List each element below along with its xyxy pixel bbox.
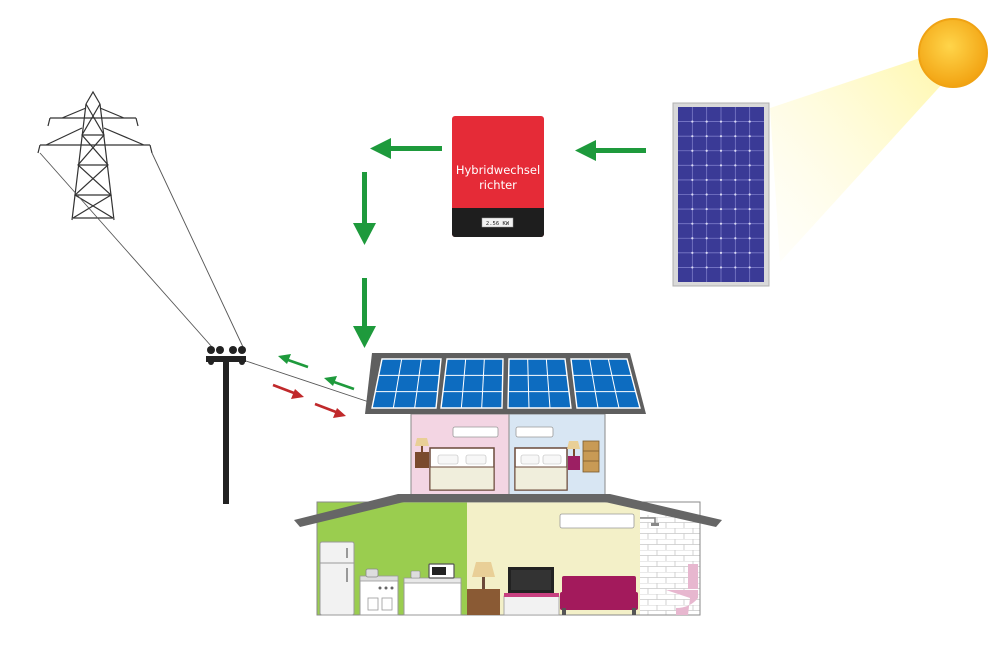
inverter-icon: Hybridwechsel richter 2.56 KW xyxy=(452,116,544,237)
arrow-export-2 xyxy=(324,376,355,391)
inverter-body xyxy=(452,116,544,237)
air-conditioner-left xyxy=(452,426,499,438)
arrow-down-1 xyxy=(353,172,376,245)
arrow-left-inverter-out xyxy=(370,138,442,159)
utility-pole-icon xyxy=(206,346,246,504)
arrow-import-2 xyxy=(314,402,346,418)
shower-head xyxy=(640,517,659,526)
kitchen-counter xyxy=(403,563,462,616)
inverter-label-line2: richter xyxy=(479,178,517,192)
house-icon xyxy=(294,353,722,616)
transmission-tower-icon xyxy=(37,90,153,221)
sofa xyxy=(560,576,638,615)
inverter-badge-text: 2.56 KW xyxy=(486,221,510,227)
bed-left xyxy=(429,447,495,491)
dresser xyxy=(582,440,600,473)
arrow-export-1 xyxy=(278,354,309,369)
floor-lamp xyxy=(467,562,500,615)
television xyxy=(503,567,560,616)
solar-module-icon xyxy=(672,102,770,287)
arrow-down-2 xyxy=(353,278,376,348)
roof-panel-4 xyxy=(570,358,641,409)
inverter-label-line1: Hybridwechsel xyxy=(456,163,540,177)
bedside-lamp-right xyxy=(567,441,580,470)
sun-rays xyxy=(770,56,944,262)
toilet xyxy=(666,564,698,615)
roof-panel-3 xyxy=(507,358,572,409)
roof-panel-2 xyxy=(440,358,504,409)
arrow-import-1 xyxy=(272,383,304,399)
inverter-badge xyxy=(481,217,514,228)
arrow-left-module-to-inverter xyxy=(575,140,646,161)
bed-right xyxy=(514,447,568,491)
roof-solar-panels xyxy=(371,358,641,409)
bedside-lamp-left xyxy=(415,438,429,468)
roof-panel-1 xyxy=(371,358,442,409)
refrigerator xyxy=(319,541,355,616)
stove xyxy=(359,568,399,616)
air-conditioner-living xyxy=(559,513,635,529)
lower-roof xyxy=(294,494,722,527)
power-lines xyxy=(39,152,373,404)
air-conditioner-right xyxy=(515,426,554,438)
sun-icon xyxy=(918,18,988,88)
